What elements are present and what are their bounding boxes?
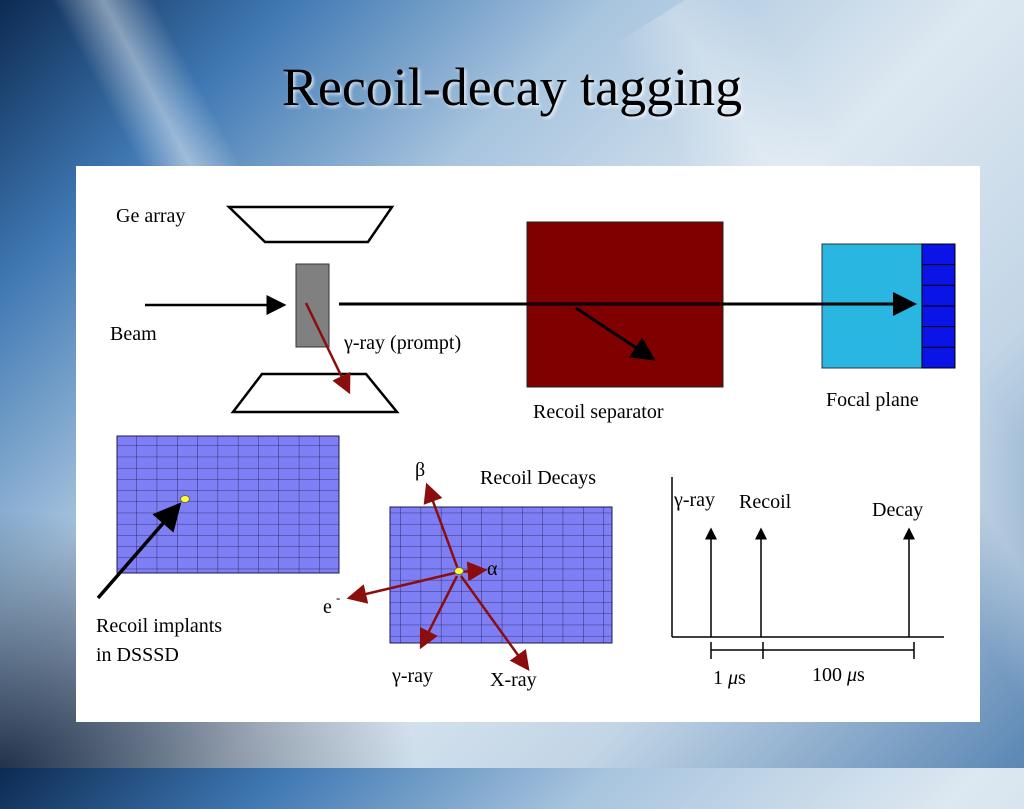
interval-2-label: 100 μs: [812, 664, 865, 686]
ge-detector-top: [225, 205, 395, 244]
interval-1-label: 1 μs: [713, 667, 746, 689]
electron-arrow: [346, 570, 460, 604]
deflected-beam-arrow: [575, 306, 656, 361]
dsssd-implant-grid: [116, 435, 340, 574]
dsssd-decay-grid: [389, 506, 613, 644]
diagram-panel: Ge array Beam Recoil separator Focal pla…: [76, 166, 980, 722]
target: [295, 263, 330, 348]
decay-gamma-arrow: [419, 575, 459, 650]
electron-label: e: [323, 596, 332, 618]
recoil-implants-line1: Recoil implants: [96, 615, 222, 637]
decay-gamma-label: γ-ray: [391, 665, 433, 687]
timing-gamma-label: γ-ray: [673, 489, 715, 511]
timing-diagram: γ-ray Recoil Decay 1 μs 100 μs: [671, 477, 944, 689]
xray-label: X-ray: [490, 669, 537, 691]
alpha-label: α: [487, 558, 498, 580]
prompt-gamma-arrow: [304, 302, 351, 395]
implant-point: [180, 495, 190, 503]
recoil-decays-label: Recoil Decays: [480, 467, 596, 489]
beta-arrow: [423, 482, 461, 573]
timing-recoil-label: Recoil: [739, 491, 792, 513]
electron-superscript: -: [336, 590, 340, 605]
ge-array-label: Ge array: [116, 205, 185, 227]
xray-arrow: [459, 575, 530, 672]
timing-decay-label: Decay: [872, 499, 923, 521]
focal-plane-strip-lines: [922, 264, 955, 348]
gamma-prompt-label: γ-ray (prompt): [343, 332, 461, 354]
implant-arrow: [96, 502, 182, 600]
recoil-decay-diagram: Ge array Beam Recoil separator Focal pla…: [96, 205, 956, 691]
slide-title: Recoil-decay tagging: [281, 57, 743, 117]
decay-point: [454, 567, 464, 575]
focal-plane: [821, 243, 925, 369]
recoil-implants-line2: in DSSSD: [96, 644, 179, 666]
recoil-separator-label: Recoil separator: [533, 401, 664, 423]
beam-label: Beam: [110, 323, 157, 345]
focal-plane-label: Focal plane: [826, 389, 919, 411]
ge-detector-bottom: [230, 372, 400, 414]
beta-label: β: [415, 459, 425, 481]
